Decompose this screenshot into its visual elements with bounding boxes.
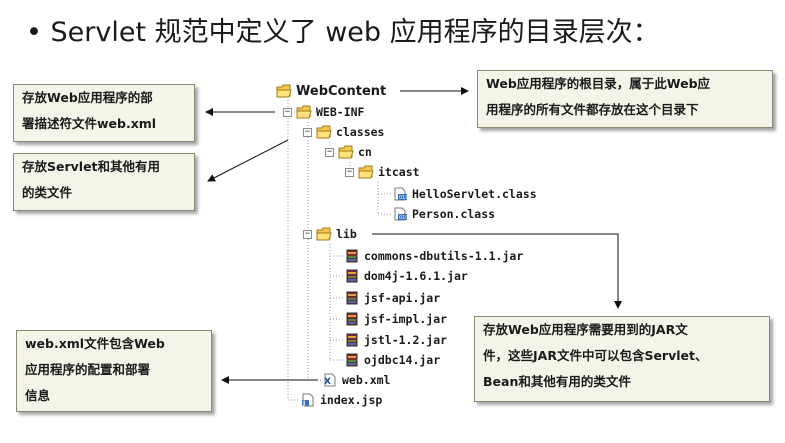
svg-text:010: 010 (399, 195, 408, 201)
tree-label-classes: classes (336, 125, 385, 139)
collapse-toggle-icon[interactable]: − (345, 166, 354, 177)
callout-lib: 存放Web应用程序需要用到的JAR文 件，这些JAR文件中可以包含Servlet… (474, 316, 770, 402)
jar-icon (346, 312, 358, 326)
slide-title: • Servlet 规范中定义了 web 应用程序的目录层次： (26, 17, 660, 48)
tree-label-indexjsp: index.jsp (320, 393, 383, 407)
folder-icon (316, 125, 332, 139)
tree-label-itcast: itcast (378, 165, 420, 179)
tree-label-jar: jstl-1.2.jar (364, 333, 448, 347)
tree-label-webxml: web.xml (342, 373, 391, 387)
jar-icon (346, 333, 358, 347)
tree-node-webinf[interactable]: − WEB-INF (283, 102, 364, 122)
callout-webinf: 存放Web应用程序的部 署描述符文件web.xml (13, 84, 195, 142)
tree-node-indexjsp[interactable]: J index.jsp (300, 390, 382, 410)
callout-webxml-line-3: 信息 (25, 388, 51, 403)
jar-icon (346, 291, 358, 305)
callout-lib-line-2: 件，这些JAR文件中可以包含Servlet、 (483, 348, 708, 363)
tree-label-jar: ojdbc14.jar (364, 353, 441, 367)
tree-node-jar[interactable]: commons-dbutils-1.1.jar (344, 246, 523, 266)
class-file-icon: 010 (394, 187, 408, 201)
tree-node-jar[interactable]: ojdbc14.jar (344, 350, 440, 370)
folder-icon (276, 84, 292, 98)
folder-icon (358, 165, 374, 179)
tree-node-lib[interactable]: − lib (303, 224, 357, 244)
tree-node-webxml[interactable]: X web.xml (322, 370, 390, 390)
collapse-toggle-icon[interactable]: − (303, 228, 312, 239)
callout-webinf-line-2: 署描述符文件web.xml (22, 116, 157, 131)
tree-label-jar: dom4j-1.6.1.jar (364, 269, 468, 283)
collapse-toggle-icon[interactable]: − (283, 106, 292, 117)
callout-root: Web应用程序的根目录，属于此Web应 用程序的所有文件都存放在这个目录下 (477, 70, 773, 128)
tree-node-jar[interactable]: jsf-api.jar (344, 288, 440, 308)
svg-text:X: X (324, 377, 331, 387)
callout-classes-line-2: 的类文件 (22, 185, 73, 200)
callout-lib-line-3: Bean和其他有用的类文件 (483, 374, 631, 389)
tree-node-cn[interactable]: − cn (325, 142, 372, 162)
folder-icon (296, 105, 312, 119)
callout-classes-line-1: 存放Servlet和其他有用 (22, 159, 161, 174)
callout-webxml: web.xml文件包含Web 应用程序的配置和部署 信息 (16, 330, 212, 412)
tree-node-helloservlet[interactable]: 010 HelloServlet.class (392, 184, 537, 204)
tree-label-webinf: WEB-INF (316, 105, 365, 119)
tree-node-itcast[interactable]: − itcast (345, 162, 420, 182)
tree-label-webcontent: WebContent (296, 83, 387, 99)
callout-classes: 存放Servlet和其他有用 的类文件 (13, 153, 195, 211)
svg-text:010: 010 (399, 215, 408, 221)
callout-webxml-line-1: web.xml文件包含Web (25, 336, 165, 351)
collapse-toggle-icon[interactable]: − (303, 126, 312, 137)
jar-icon (346, 269, 358, 283)
arrow-classes (207, 139, 289, 182)
tree-node-webcontent[interactable]: WebContent (276, 81, 386, 101)
callout-webinf-line-1: 存放Web应用程序的部 (22, 90, 153, 105)
tree-node-person[interactable]: 010 Person.class (392, 204, 495, 224)
arrow-lib (372, 233, 622, 309)
callout-root-line-2: 用程序的所有文件都存放在这个目录下 (486, 102, 699, 117)
tree-label-jar: jsf-impl.jar (364, 312, 448, 326)
folder-icon (316, 227, 332, 241)
tree-label-cn: cn (358, 145, 372, 159)
callout-webxml-line-2: 应用程序的配置和部署 (25, 362, 151, 377)
tree-node-jar[interactable]: jstl-1.2.jar (344, 330, 447, 350)
tree-label-helloservlet: HelloServlet.class (412, 187, 537, 201)
callout-lib-line-1: 存放Web应用程序需要用到的JAR文 (483, 322, 688, 337)
svg-text:J: J (302, 400, 305, 407)
xml-file-icon: X (324, 373, 336, 387)
jar-icon (346, 353, 358, 367)
tree-label-lib: lib (336, 227, 357, 241)
class-file-icon: 010 (394, 207, 408, 221)
jsp-file-icon: J (302, 393, 314, 407)
tree-node-jar[interactable]: jsf-impl.jar (344, 309, 447, 329)
collapse-toggle-icon[interactable]: − (325, 146, 334, 157)
tree-node-jar[interactable]: dom4j-1.6.1.jar (344, 266, 468, 286)
tree-label-jar: commons-dbutils-1.1.jar (364, 249, 524, 263)
callout-root-line-1: Web应用程序的根目录，属于此Web应 (486, 76, 711, 91)
folder-icon (338, 145, 354, 159)
tree-node-classes[interactable]: − classes (303, 122, 384, 142)
tree-label-person: Person.class (412, 207, 496, 221)
jar-icon (346, 249, 358, 263)
tree-label-jar: jsf-api.jar (364, 291, 441, 305)
